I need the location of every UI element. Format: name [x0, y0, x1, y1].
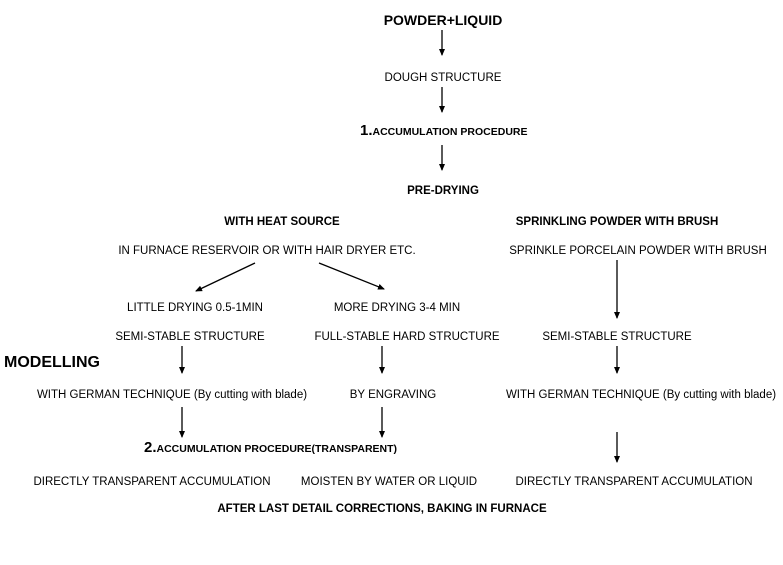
node-step2: 2.ACCUMULATION PROCEDURE(TRANSPARENT) [144, 439, 398, 456]
node-furnace: IN FURNACE RESERVOIR OR WITH HAIR DRYER … [118, 245, 416, 257]
step2-label: ACCUMULATION PROCEDURE(TRANSPARENT) [156, 443, 398, 455]
node-more-drying: MORE DRYING 3-4 MIN [333, 302, 461, 314]
step1-number: 1. [360, 122, 373, 139]
node-little-drying: LITTLE DRYING 0.5-1MIN [127, 302, 263, 314]
node-engraving: BY ENGRAVING [349, 389, 437, 401]
branch-sprinkling: SPRINKLING POWDER WITH BRUSH [515, 216, 719, 228]
arrow-furnace-to-more [318, 262, 385, 290]
node-moisten: MOISTEN BY WATER OR LIQUID [300, 476, 478, 488]
arrow-furnace-to-little [195, 262, 256, 292]
node-direct-right: DIRECTLY TRANSPARENT ACCUMULATION [515, 476, 753, 488]
title-powder-liquid: POWDER+LIQUID [383, 12, 503, 28]
node-final: AFTER LAST DETAIL CORRECTIONS, BAKING IN… [217, 503, 547, 515]
node-semistable-left: SEMI-STABLE STRUCTURE [115, 331, 265, 343]
node-step1: 1.ACCUMULATION PROCEDURE [360, 122, 528, 139]
node-semistable-right: SEMI-STABLE STRUCTURE [542, 331, 692, 343]
step2-number: 2. [144, 439, 157, 456]
node-german-right: WITH GERMAN TECHNIQUE (By cutting with b… [505, 389, 777, 401]
node-dough-structure: DOUGH STRUCTURE [384, 72, 502, 84]
node-sprinkle-brush: SPRINKLE PORCELAIN POWDER WITH BRUSH [509, 245, 767, 257]
label-modelling: MODELLING [4, 354, 100, 371]
branch-heat-source: WITH HEAT SOURCE [224, 216, 340, 228]
node-full-stable: FULL-STABLE HARD STRUCTURE [314, 331, 500, 343]
node-direct-left: DIRECTLY TRANSPARENT ACCUMULATION [33, 476, 271, 488]
node-german-left: WITH GERMAN TECHNIQUE (By cutting with b… [36, 389, 308, 401]
step1-label: ACCUMULATION PROCEDURE [372, 126, 528, 138]
node-predrying: PRE-DRYING [407, 185, 479, 197]
